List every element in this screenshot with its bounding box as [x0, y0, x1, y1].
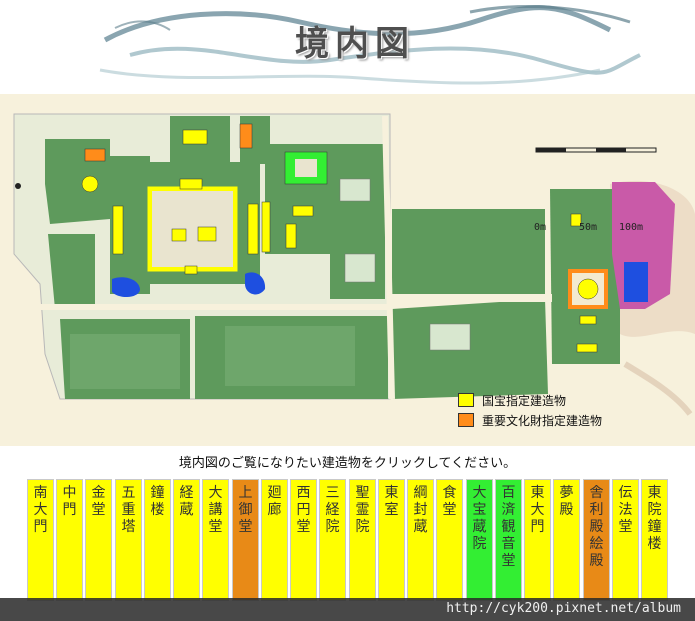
building-button-label: 経蔵	[179, 485, 194, 518]
building-button[interactable]: 南大門	[27, 479, 54, 601]
header-brush-decoration	[99, 5, 641, 85]
building-button-label: 大宝蔵院	[472, 485, 487, 552]
building-button[interactable]: 上御堂	[232, 479, 259, 601]
building-button-label: 伝法堂	[618, 485, 633, 535]
building-button[interactable]: 西円堂	[290, 479, 317, 601]
legend-swatch-orange	[458, 413, 474, 427]
building-button[interactable]: 中門	[56, 479, 83, 601]
building-button-label: 東院鐘楼	[647, 485, 662, 552]
building-button-label: 中門	[62, 485, 77, 518]
building-button-label: 上御堂	[238, 485, 253, 535]
building-button-label: 綱封蔵	[413, 485, 428, 535]
building-button-label: 東大門	[530, 485, 545, 535]
building-button[interactable]: 廻廊	[261, 479, 288, 601]
map-illustration	[13, 113, 695, 416]
legend-national-treasure: 国宝指定建造物	[458, 390, 678, 410]
building-button-label: 廻廊	[267, 485, 282, 518]
building-button[interactable]: 東院鐘楼	[641, 479, 668, 601]
temple-map[interactable]: 0m 50m 100m	[0, 94, 695, 446]
building-button[interactable]: 金堂	[85, 479, 112, 601]
instruction-text: 境内図のご覧になりたい建造物をクリックしてください。	[178, 456, 517, 471]
page-title: 境内図	[295, 24, 415, 64]
building-button[interactable]: 経蔵	[173, 479, 200, 601]
building-button-label: 五重塔	[121, 485, 136, 535]
building-button-label: 百済観音堂	[501, 485, 516, 569]
building-button[interactable]: 夢殿	[553, 479, 580, 601]
building-button[interactable]: 舎利殿絵殿	[583, 479, 610, 601]
building-button[interactable]: 三経院	[319, 479, 346, 601]
watermark-bar: http://cyk200.pixnet.net/album	[0, 598, 695, 621]
watermark-url: http://cyk200.pixnet.net/album	[446, 601, 681, 616]
building-button[interactable]: 五重塔	[115, 479, 142, 601]
building-button[interactable]: 聖霊院	[349, 479, 376, 601]
legend-swatch-yellow	[458, 393, 474, 407]
building-button-label: 鐘楼	[150, 485, 165, 518]
building-button[interactable]: 綱封蔵	[407, 479, 434, 601]
building-button-label: 夢殿	[559, 485, 574, 518]
map-legend: 国宝指定建造物 重要文化財指定建造物	[458, 390, 678, 430]
building-button-label: 金堂	[91, 485, 106, 518]
scale-label-100: 100m	[619, 222, 644, 233]
building-button-label: 西円堂	[296, 485, 311, 535]
legend-important-cultural-property: 重要文化財指定建造物	[458, 410, 678, 430]
scale-label-0: 0m	[534, 222, 547, 233]
building-button[interactable]: 東室	[378, 479, 405, 601]
building-button-label: 食堂	[442, 485, 457, 518]
building-button-label: 舎利殿絵殿	[589, 485, 604, 569]
building-button-label: 聖霊院	[355, 485, 370, 535]
building-button-label: 大講堂	[208, 485, 223, 535]
scale-label-50: 50m	[579, 222, 598, 233]
legend-label: 国宝指定建造物	[482, 393, 567, 408]
building-button-label: 三経院	[325, 485, 340, 535]
scale-bar: 0m 50m 100m	[531, 222, 661, 246]
building-button[interactable]: 伝法堂	[612, 479, 639, 601]
building-button[interactable]: 食堂	[436, 479, 463, 601]
building-button[interactable]: 百済観音堂	[495, 479, 522, 601]
building-button[interactable]: 東大門	[524, 479, 551, 601]
building-button-label: 東室	[384, 485, 399, 518]
building-button[interactable]: 鐘楼	[144, 479, 171, 601]
building-button[interactable]: 大講堂	[202, 479, 229, 601]
legend-label: 重要文化財指定建造物	[482, 413, 603, 428]
building-button[interactable]: 大宝蔵院	[466, 479, 493, 601]
building-button-label: 南大門	[33, 485, 48, 535]
header: 境内図	[0, 0, 695, 92]
